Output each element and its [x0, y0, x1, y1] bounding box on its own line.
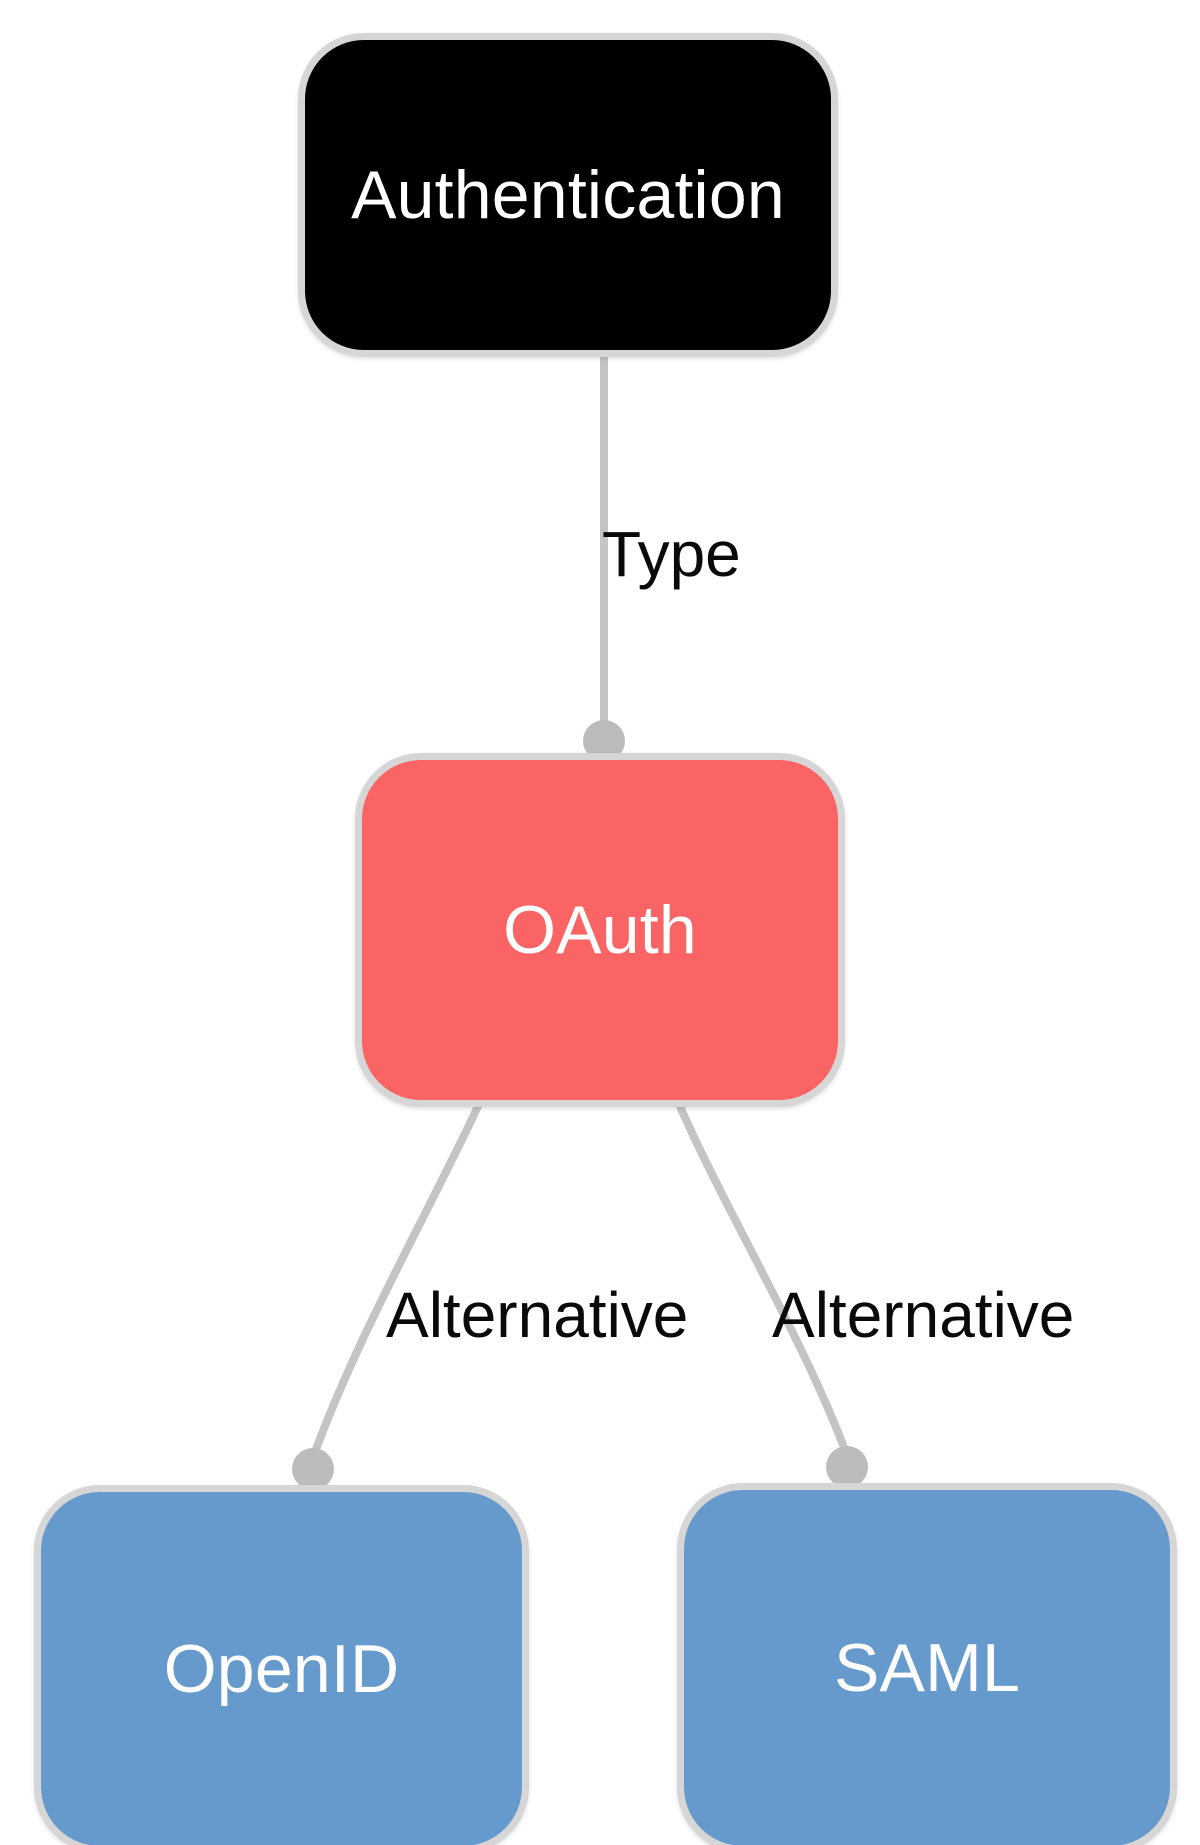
node-label-authentication: Authentication	[351, 157, 785, 233]
node-label-saml: SAML	[834, 1630, 1020, 1706]
edge-label-type: Type	[602, 518, 741, 590]
node-authentication[interactable]: Authentication	[298, 33, 838, 357]
node-openid[interactable]: OpenID	[34, 1485, 529, 1845]
edge-label-alternative-openid: Alternative	[386, 1279, 689, 1351]
edge-oauth-saml	[675, 1100, 849, 1454]
edge-label-alternative-saml: Alternative	[772, 1279, 1075, 1351]
edge-dot-saml	[826, 1446, 868, 1488]
edge-oauth-openid	[311, 1100, 483, 1456]
node-label-openid: OpenID	[163, 1631, 400, 1707]
edge-dot-openid	[292, 1448, 334, 1490]
node-saml[interactable]: SAML	[677, 1483, 1177, 1845]
node-label-oauth: OAuth	[503, 892, 697, 968]
node-oauth[interactable]: OAuth	[355, 753, 845, 1107]
